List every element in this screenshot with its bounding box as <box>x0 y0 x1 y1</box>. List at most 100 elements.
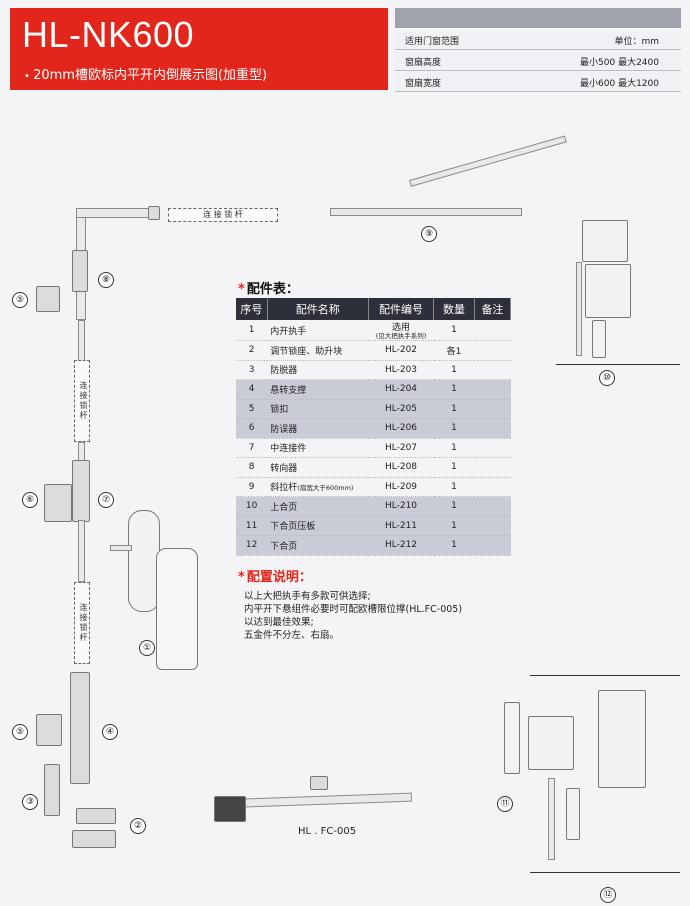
col-header: 备注 <box>474 298 512 320</box>
cell-text: HL-204 <box>384 384 418 395</box>
parts-table-title: 配件表： <box>238 278 299 297</box>
cell-text: 1 <box>451 423 457 434</box>
table-cell-qty: 1 <box>433 457 475 478</box>
anti-misoperation-part <box>44 484 72 522</box>
col-header: 配件名称 <box>267 298 369 320</box>
marker-12: ⑫ <box>600 887 616 903</box>
cell-text: 防误器 <box>270 424 298 435</box>
note-line: 以达到最佳效果; <box>244 617 314 628</box>
bottom-hinge-bracket-top <box>530 675 680 676</box>
cell-text: HL-212 <box>384 540 418 551</box>
table-cell-qty: 1 <box>433 379 475 400</box>
spec-value: 最小600 最大1200 <box>580 79 659 89</box>
cell-text: 调节锁座、助升块 <box>270 346 343 357</box>
cell-text: HL-208 <box>384 462 418 473</box>
lock-keeper-part <box>36 286 60 312</box>
lock-rod-segment <box>78 520 85 582</box>
cell-text: 防脱器 <box>270 366 298 377</box>
col-header: 数量 <box>433 298 475 320</box>
cell-text: 下合页 <box>270 541 298 552</box>
cell-text: HL-211 <box>384 520 418 531</box>
lock-rod-segment <box>78 320 85 362</box>
lock-keeper-part <box>36 714 62 746</box>
cell-text: 悬转支撑 <box>270 385 307 396</box>
cell-text: 1 <box>248 325 255 335</box>
spec-value: 最小500 最大2400 <box>580 58 659 68</box>
connecting-rod-label-mid2: 连接锁杆 <box>74 582 90 664</box>
cell-text: 下合页压板 <box>270 522 316 533</box>
cell-text: 1 <box>451 364 457 375</box>
table-cell-qty: 1 <box>433 535 475 556</box>
table-cell-code: HL-210 <box>368 496 434 517</box>
top-hinge-plate <box>582 220 628 262</box>
cell-text: 1 <box>451 481 457 492</box>
table-cell-remark <box>474 360 511 380</box>
cell-text: 12 <box>245 540 258 551</box>
marker-5b: ⑤ <box>12 724 28 740</box>
cell-text: HL-206 <box>384 423 418 434</box>
table-cell-remark <box>474 320 511 341</box>
table-cell-qty: 1 <box>433 360 475 380</box>
table-cell-remark <box>474 438 511 458</box>
table-row: 12 下合页 HL-212 1 <box>236 535 511 556</box>
marker-3: ③ <box>22 794 38 810</box>
friction-stay-bar <box>330 208 522 216</box>
anti-lift-part <box>44 764 60 816</box>
table-cell-no: 10 <box>236 496 268 517</box>
table-cell-qty: 1 <box>433 477 475 497</box>
table-cell-name: 防误器 <box>267 418 369 439</box>
corner-drive-body <box>72 250 88 292</box>
table-cell-no: 9 <box>236 477 268 497</box>
table-cell-no: 7 <box>236 438 268 458</box>
table-cell-name: 内开执手 <box>267 320 369 341</box>
cell-text: 3 <box>248 364 255 375</box>
cell-text: 锁扣 <box>270 405 289 416</box>
table-cell-remark <box>474 399 511 419</box>
notes-title: 配置说明： <box>238 566 312 585</box>
table-cell-name: 下合页 <box>267 535 369 556</box>
top-hinge-body <box>585 264 631 318</box>
product-subtitle: 20mm槽欧标内平开内倒展示图(加重型) <box>24 64 267 83</box>
cell-text: 11 <box>245 520 258 531</box>
cell-subtext: (扇宽大于600mm) <box>297 484 354 493</box>
table-cell-remark <box>474 477 511 497</box>
cell-text: HL-209 <box>384 481 418 492</box>
marker-4: ④ <box>102 724 118 740</box>
cell-text: 内开执手 <box>270 326 307 337</box>
corner-drive-arm <box>76 208 158 218</box>
table-cell-code: 选用(见大把执手系列) <box>368 320 434 341</box>
table-cell-no: 12 <box>236 535 268 556</box>
marker-1: ① <box>139 640 155 656</box>
bottom-hinge-pin <box>548 778 555 860</box>
spec-label: 适用门窗范围 <box>405 37 460 47</box>
table-cell-name: 防脱器 <box>267 360 369 380</box>
limit-stay-end <box>214 796 246 822</box>
table-cell-qty: 1 <box>433 399 475 419</box>
col-header: 配件编号 <box>368 298 435 320</box>
cell-text: HL-207 <box>384 442 418 453</box>
cell-text: 6 <box>248 423 255 434</box>
limit-stay-slider <box>310 776 328 790</box>
cell-text: 1 <box>451 501 457 512</box>
handle-spindle <box>110 545 132 551</box>
table-cell-remark <box>474 496 511 517</box>
lift-block-part <box>72 830 116 848</box>
table-cell-no: 1 <box>236 320 268 341</box>
cell-text: 9 <box>248 481 255 492</box>
table-cell-name: 调节锁座、助升块 <box>267 340 369 361</box>
adjust-seat-part <box>76 808 116 824</box>
marker-11: ⑪ <box>497 796 513 812</box>
connecting-rod-label-top: 连 接 锁 杆 <box>168 208 278 222</box>
table-cell-name: 锁扣 <box>267 399 369 419</box>
connecting-rod-label-mid1: 连接锁杆 <box>74 360 90 442</box>
cell-text: 5 <box>248 403 255 414</box>
marker-5: ⑤ <box>12 292 28 308</box>
tilt-support <box>70 672 90 784</box>
